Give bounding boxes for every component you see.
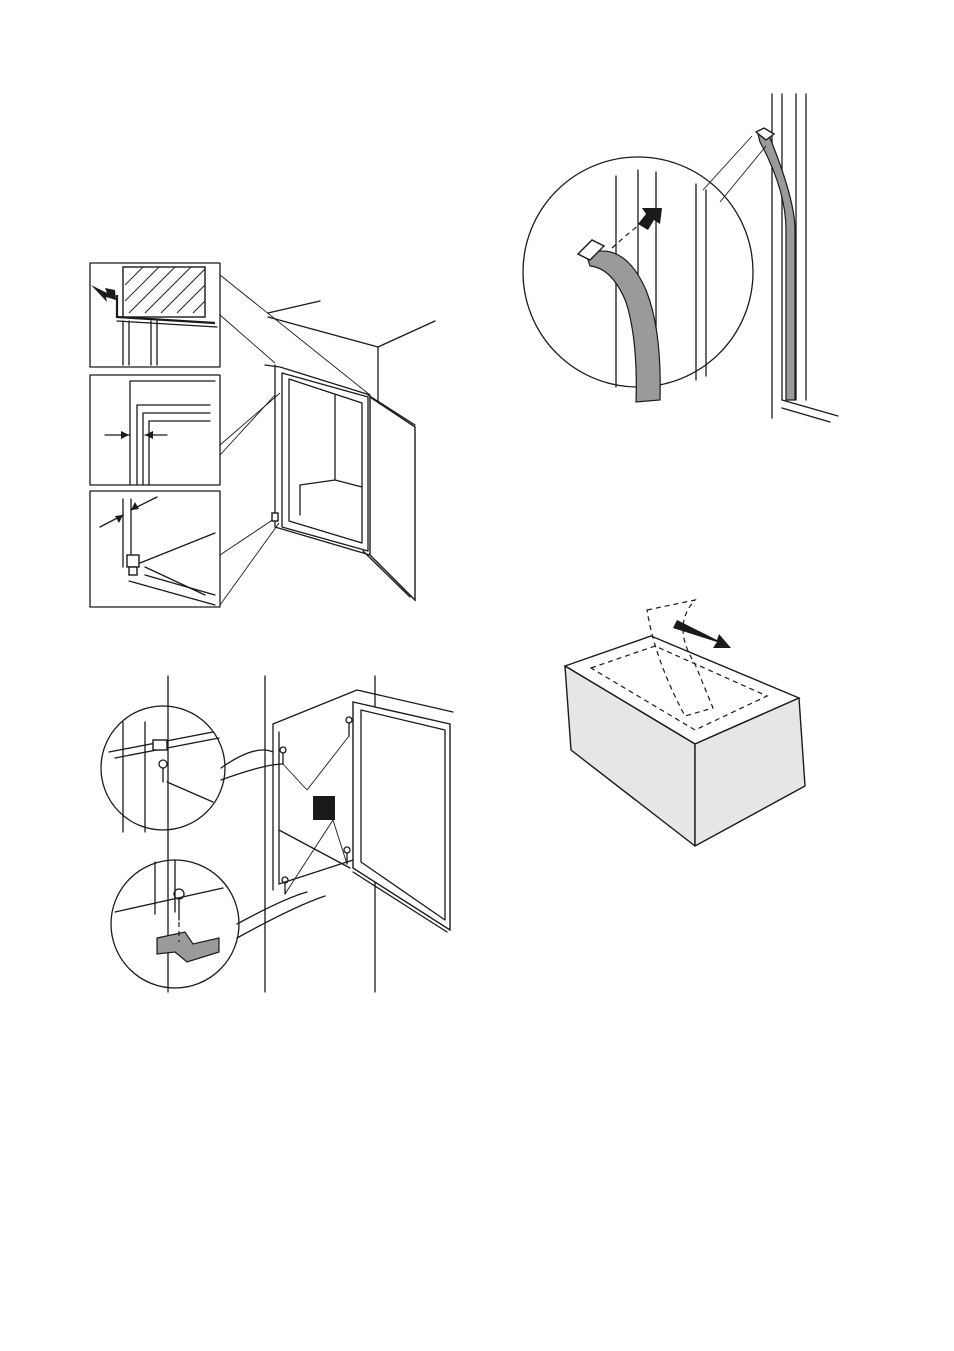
screw-icon — [281, 876, 289, 895]
detail-top-content — [91, 266, 218, 366]
detail-frame-bottom — [89, 490, 221, 608]
figure-hinge-screws — [95, 672, 455, 997]
gap-arrow-right-icon — [145, 431, 153, 439]
gap-arrow-bl-icon — [115, 515, 123, 523]
screw-icon — [343, 846, 351, 865]
figure-cover-strip-removal — [555, 590, 815, 850]
figure-door-seal-strip — [520, 90, 850, 430]
detail-middle-content — [104, 380, 216, 486]
figure-door-alignment — [85, 255, 445, 615]
screw-icon — [158, 759, 168, 783]
gap-arrow-left-icon — [121, 431, 129, 439]
cabinet-with-open-door — [219, 274, 436, 606]
seal-strip-magnified — [585, 250, 661, 403]
detail-frame-middle — [89, 374, 221, 486]
push-arrow-icon — [91, 285, 116, 302]
detail-bottom-content — [99, 496, 216, 606]
gap-arrow-tr-icon — [131, 502, 139, 510]
box-side — [694, 697, 806, 847]
screw-icon — [279, 746, 287, 765]
step-marker-square — [313, 796, 335, 820]
screw-icon — [173, 888, 185, 921]
magnifier-top — [100, 705, 226, 831]
seal-strip — [757, 133, 796, 401]
screw-icon — [345, 716, 353, 737]
pull-arrow-icon — [673, 620, 731, 648]
insert-arrow-icon — [638, 208, 662, 230]
